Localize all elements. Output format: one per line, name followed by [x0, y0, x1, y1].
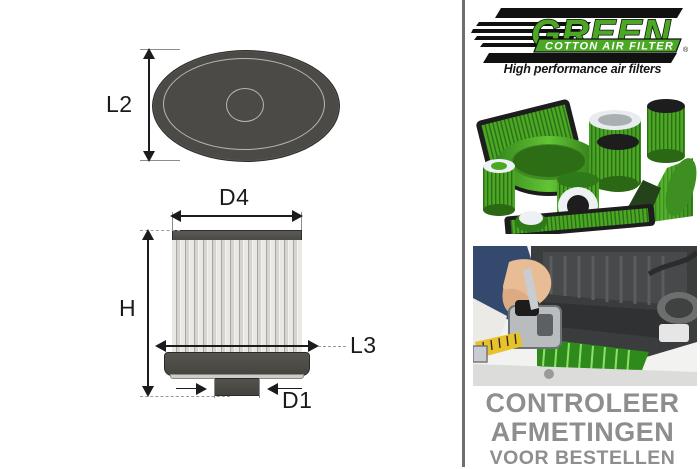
dimension-label-h: H	[119, 295, 137, 321]
h-dimension-line	[147, 232, 149, 394]
product-photo-filter-range	[471, 84, 697, 234]
d4-extension-line-right	[301, 212, 302, 232]
h-arrow-up-icon	[142, 229, 154, 240]
oval-inner-ring	[163, 58, 325, 150]
h-arrow-down-icon	[142, 386, 154, 397]
d1-dimension-line-right	[276, 388, 302, 389]
h-extension-line-top	[140, 230, 180, 232]
d1-arrow-right-icon	[196, 383, 207, 395]
dimension-label-d4: D4	[219, 184, 250, 210]
dimension-label-d1: D1	[282, 387, 313, 413]
filter-bottom-cap	[164, 352, 310, 376]
l2-arrow-down-icon	[143, 151, 155, 162]
svg-text:®: ®	[683, 46, 689, 54]
caption-line-2: AFMETINGEN	[490, 417, 675, 447]
dimension-label-l2: L2	[106, 91, 133, 117]
caption-line-1: CONTROLEER	[485, 388, 680, 418]
brand-and-photo-column: GREEN COTTON AIR FILTER ® High performan…	[465, 0, 700, 469]
d4-dimension-line	[180, 215, 294, 217]
top-view-oval-diagram	[152, 50, 340, 162]
l2-arrow-up-icon	[143, 48, 155, 59]
l3-arrow-right-icon	[308, 340, 319, 352]
install-photo-measuring	[473, 246, 697, 386]
caption-block: CONTROLEER AFMETINGEN VOOR BESTELLEN	[465, 390, 700, 469]
l3-leader-line	[318, 346, 346, 348]
panel-divider	[462, 0, 465, 467]
l2-extension-line-top	[140, 49, 180, 50]
d4-arrow-left-icon	[170, 210, 181, 222]
technical-drawing-panel: L2 D4 H L3 D1	[106, 48, 377, 413]
d4-extension-line-left	[172, 212, 173, 232]
brand-tagline: High performance air filters	[503, 62, 662, 76]
d1-dimension-line-left	[176, 388, 198, 389]
l2-extension-line-bottom	[140, 160, 180, 161]
d1-extension-line-right	[259, 378, 260, 398]
filter-pleated-body	[172, 240, 302, 352]
d4-arrow-right-icon	[292, 210, 303, 222]
green-cotton-air-filter-logo: GREEN COTTON AIR FILTER ®	[471, 8, 689, 63]
install-photo-illustration	[473, 246, 697, 386]
l2-dimension-line	[148, 52, 150, 158]
h-extension-line-bottom	[140, 396, 230, 398]
d1-extension-line-left	[214, 378, 215, 398]
dimension-label-l3: L3	[350, 332, 377, 358]
l3-dimension-line	[164, 345, 310, 347]
product-photo-illustration	[471, 84, 697, 234]
l3-arrow-left-icon	[155, 340, 166, 352]
brand-logo-block: GREEN COTTON AIR FILTER ® High performan…	[465, 4, 700, 82]
oval-center-hole	[226, 88, 264, 122]
d1-arrow-left-icon	[267, 383, 278, 395]
filter-bottom-stub	[214, 378, 260, 396]
svg-text:COTTON AIR FILTER: COTTON AIR FILTER	[545, 41, 674, 53]
caption-line-3: VOOR BESTELLEN	[489, 447, 676, 469]
